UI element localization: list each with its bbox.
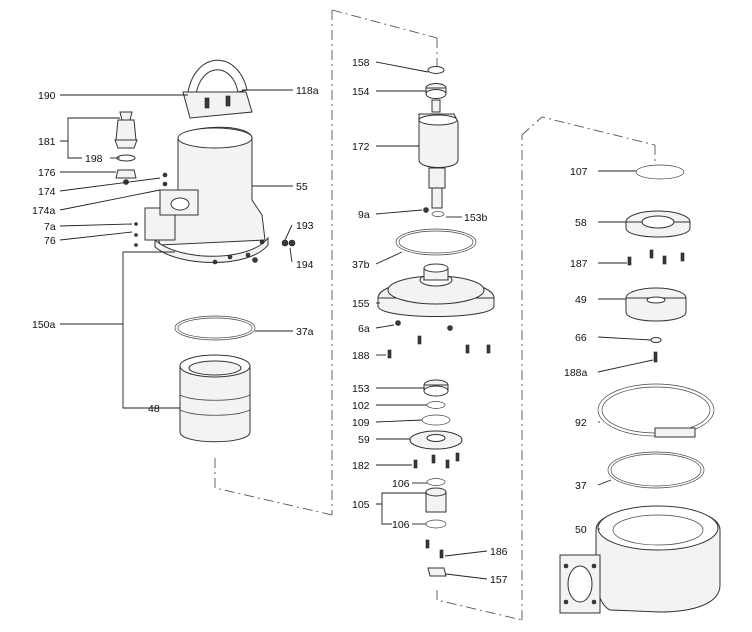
label-194: 194 <box>296 259 314 271</box>
stator-sleeve <box>179 354 251 443</box>
o-ring-37a <box>174 315 256 341</box>
label-59: 59 <box>358 434 370 446</box>
motor-housing <box>134 126 296 265</box>
label-49: 49 <box>575 294 587 306</box>
label-106-upper: 106 <box>392 478 410 490</box>
label-186: 186 <box>490 546 508 558</box>
rotor-shaft <box>418 99 459 217</box>
cable-entry <box>114 111 168 187</box>
label-6a: 6a <box>358 323 370 335</box>
label-174a: 174a <box>32 205 56 217</box>
o-ring-37b <box>395 228 477 256</box>
label-182: 182 <box>352 460 370 472</box>
lower-bearing-parts <box>409 379 463 469</box>
label-198: 198 <box>85 153 103 165</box>
label-157: 157 <box>490 574 508 586</box>
label-37b: 37b <box>352 259 370 271</box>
label-92: 92 <box>575 417 587 429</box>
label-181: 181 <box>38 136 56 148</box>
o-ring-107 <box>635 164 685 180</box>
label-188a: 188a <box>564 367 588 379</box>
label-153b: 153b <box>464 212 488 224</box>
label-153: 153 <box>352 383 370 395</box>
label-105: 105 <box>352 499 370 511</box>
label-102: 102 <box>352 400 370 412</box>
label-188: 188 <box>352 350 370 362</box>
label-7a: 7a <box>44 221 56 233</box>
lifting-handle <box>182 59 253 119</box>
label-37a: 37a <box>296 326 314 338</box>
label-106-lower: 106 <box>392 519 410 531</box>
label-172: 172 <box>352 141 370 153</box>
label-9a: 9a <box>358 209 370 221</box>
label-187: 187 <box>570 258 588 270</box>
bearing-housing-155 <box>377 263 495 359</box>
label-155: 155 <box>352 298 370 310</box>
pump-casing-50 <box>559 505 721 614</box>
label-58: 58 <box>575 217 587 229</box>
label-55: 55 <box>296 181 308 193</box>
label-190: 190 <box>38 90 56 102</box>
leader-lines <box>59 61 654 580</box>
label-107: 107 <box>570 166 588 178</box>
label-150a: 150a <box>32 319 56 331</box>
label-37: 37 <box>575 480 587 492</box>
label-76: 76 <box>44 235 56 247</box>
label-174: 174 <box>38 186 56 198</box>
impeller-49 <box>625 287 687 363</box>
clamp-ring-92 <box>597 383 715 438</box>
label-50: 50 <box>575 524 587 536</box>
label-176: 176 <box>38 167 56 179</box>
label-193: 193 <box>296 220 314 232</box>
label-118a: 118a <box>296 85 319 97</box>
mechanical-seal <box>425 478 447 577</box>
bearing-158-154 <box>425 66 447 99</box>
wear-plate-58 <box>625 210 691 266</box>
o-ring-37 <box>607 451 705 489</box>
label-66: 66 <box>575 332 587 344</box>
label-109: 109 <box>352 417 370 429</box>
label-48: 48 <box>148 403 160 415</box>
label-158: 158 <box>352 57 370 69</box>
section-lines <box>214 9 656 621</box>
label-154: 154 <box>352 86 370 98</box>
part-labels: 190 118a 181 198 176 174 174a 55 7a 76 1… <box>32 57 588 586</box>
